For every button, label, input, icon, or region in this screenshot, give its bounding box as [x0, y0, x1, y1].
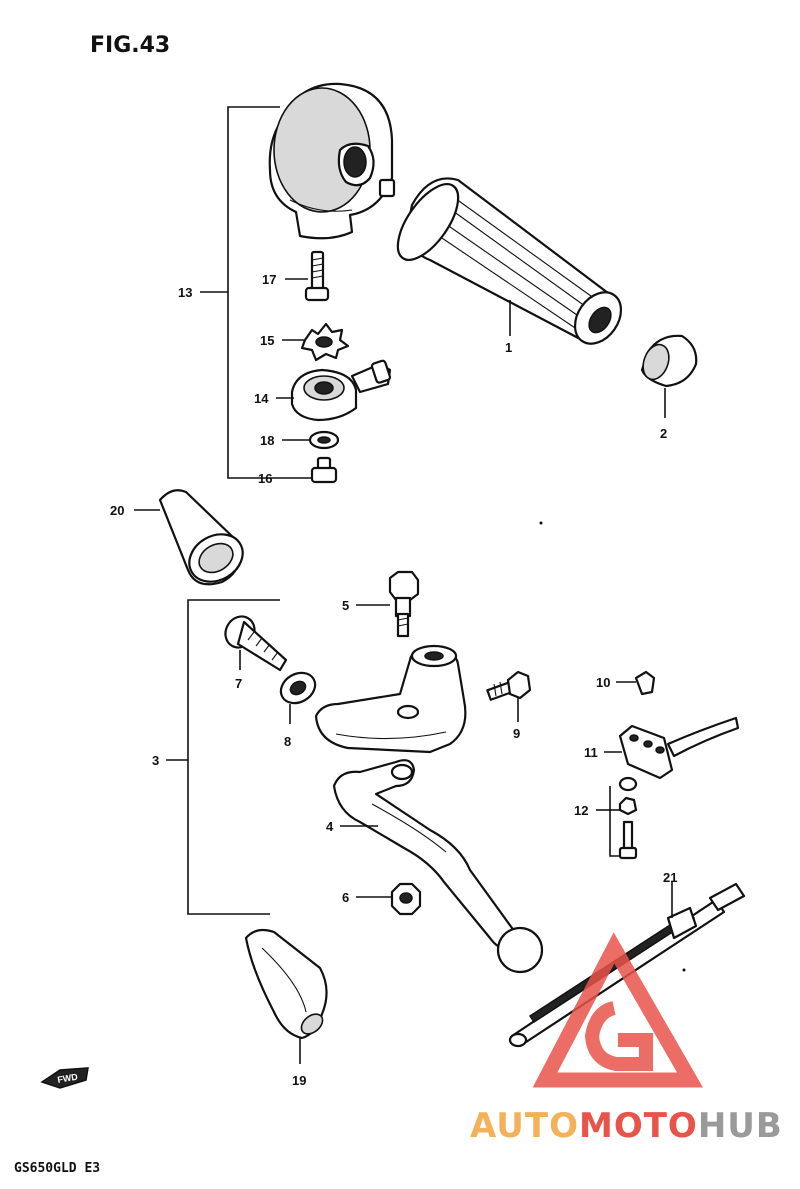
pivot-bolt-5: 5: [342, 570, 420, 638]
lever-cover-19: 19: [244, 928, 328, 1088]
label-2: 2: [660, 426, 667, 441]
model-code: GS650GLD E3: [14, 1161, 100, 1176]
front-marker-text: FWD: [57, 1071, 79, 1084]
watermark-g-icon: [584, 1001, 653, 1071]
watermark-auto: AUTO: [470, 1106, 579, 1146]
figure-title: FIG.43: [90, 33, 170, 58]
label-13: 13: [178, 285, 192, 300]
speck: [682, 968, 686, 972]
label-7: 7: [235, 676, 242, 691]
watermark-triangle-icon: [532, 932, 703, 1088]
label-4: 4: [326, 819, 334, 834]
label-14: 14: [254, 391, 269, 406]
label-6: 6: [342, 890, 349, 905]
label-3: 3: [152, 753, 159, 768]
label-11: 11: [584, 745, 598, 760]
front-direction-marker: FWD: [40, 1067, 89, 1089]
boot-20: 20: [110, 489, 244, 586]
label-8: 8: [284, 734, 291, 749]
bracket-3: 3: [152, 599, 280, 915]
washer-18: 18: [260, 430, 340, 450]
screw-17: 17: [262, 250, 330, 302]
label-17: 17: [262, 272, 276, 287]
watermark-moto: MOTO: [579, 1106, 698, 1146]
bracket-13: [200, 106, 280, 479]
label-19: 19: [292, 1073, 306, 1088]
label-21: 21: [663, 870, 677, 885]
speck: [539, 521, 543, 525]
clutch-lever-4: 4: [326, 759, 544, 974]
label-9: 9: [513, 726, 520, 741]
label-15: 15: [260, 333, 274, 348]
clamp-bolt-9: 9: [486, 670, 532, 741]
grip-1: 1: [396, 177, 623, 355]
watermark-logo: AUTOMOTOHUB: [470, 932, 783, 1146]
lever-perch: [314, 644, 467, 754]
switch-11: 11: [584, 716, 740, 780]
label-12: 12: [574, 803, 588, 818]
label-1: 1: [505, 340, 512, 355]
lock-nut-8: 8: [279, 671, 317, 749]
nut-6: 6: [342, 882, 422, 916]
label-20: 20: [110, 503, 124, 518]
label-10: 10: [596, 675, 610, 690]
label-16: 16: [258, 471, 272, 486]
end-cap-2: 2: [640, 334, 698, 441]
star-washer-15: 15: [260, 322, 350, 362]
label-18: 18: [260, 433, 274, 448]
label-5: 5: [342, 598, 349, 613]
adjuster-screw-7: 7: [224, 615, 288, 691]
watermark-hub: HUB: [698, 1106, 783, 1146]
watermark-text: AUTOMOTOHUB: [470, 1106, 783, 1146]
clip-10: 10: [596, 670, 656, 696]
bolt-16: 16: [258, 456, 338, 486]
switch-unit-14: 14: [254, 359, 392, 422]
screw-set-12: 12: [574, 776, 638, 860]
switch-housing: [268, 82, 396, 240]
